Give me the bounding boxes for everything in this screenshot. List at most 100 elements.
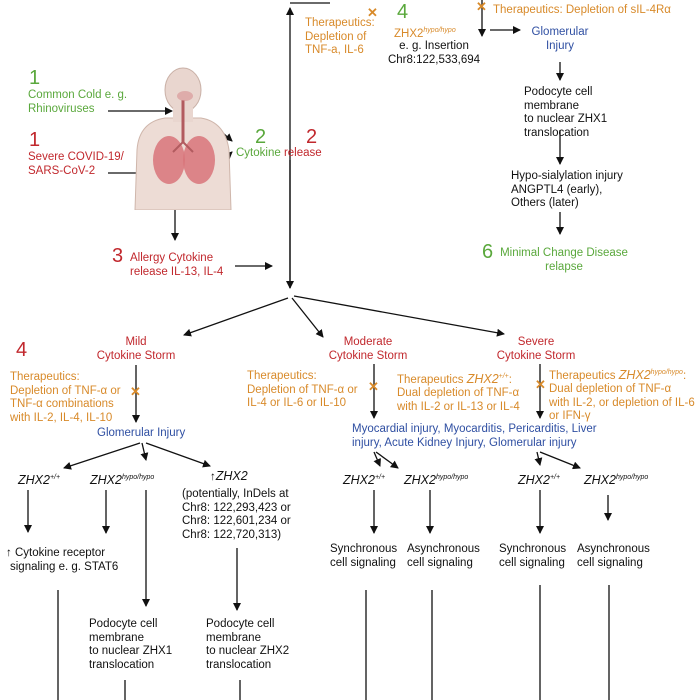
podocyte-line: Podocyte cell: [206, 618, 275, 630]
covid-line: SARS-CoV-2: [28, 164, 96, 177]
title-line: Cytokine Storm: [328, 349, 408, 362]
therapeutics-line: with IL-2, IL-4, IL-10: [10, 411, 113, 424]
therapeutics-line: Depletion of TNF-α or: [10, 384, 121, 397]
podocyte-line: to nuclear ZHX2: [206, 645, 290, 657]
therapeutics-line: Dual depletion of TNF-α: [397, 387, 520, 400]
step-number-1-red: 1: [29, 129, 41, 151]
severe-zhx2-wt: ZHX2+/+: [518, 471, 560, 488]
hyposialylation-line: ANGPTL4 (early),: [511, 183, 603, 196]
gene-name: ZHX2: [343, 473, 375, 488]
x-mark-icon: ✕: [535, 377, 546, 392]
mild-zhx2-up: ↑ZHX2: [210, 469, 248, 485]
moderate-therapeutics-dual: Therapeutics ZHX2+/+: Dual depletion of …: [397, 370, 520, 414]
receptor-line: Cytokine receptor: [14, 547, 106, 559]
indels-line: Chr8: 122,720,313): [182, 528, 282, 541]
step-number-6: 6: [482, 241, 494, 263]
step-number-2-red: 2: [306, 126, 318, 148]
moderate-async: Asynchronous cell signaling: [407, 543, 480, 570]
x-mark-icon: ✕: [476, 0, 487, 14]
common-cold-text: Common Cold e. g. Rhinoviruses: [28, 89, 127, 116]
step-number-1-green: 1: [29, 67, 41, 89]
mild-storm-title: Mild Cytokine Storm: [86, 336, 186, 363]
podocyte-line: membrane: [89, 631, 144, 644]
x-mark-icon: ✕: [368, 379, 379, 394]
genotype: hypo/hypo: [650, 369, 683, 376]
mild-podocyte-zhx1: Podocyte cell membrane to nuclear ZHX1 t…: [89, 618, 172, 672]
therapeutics-line: Depletion of: [305, 30, 367, 43]
async-line: Asynchronous: [577, 543, 650, 555]
genotype: +/+: [374, 474, 386, 481]
genotype: hypo/hypo: [423, 27, 456, 34]
common-cold-line: Rhinoviruses: [28, 102, 95, 115]
moderate-zhx2-wt: ZHX2+/+: [343, 471, 385, 488]
genotype: hypo/hypo: [615, 474, 649, 481]
gene-name: ZHX2: [90, 473, 122, 488]
moderate-sync: Synchronous cell signaling: [330, 543, 397, 570]
gene-name: ZHX2: [584, 473, 616, 488]
title-line: Cytokine Storm: [496, 349, 576, 362]
up-arrow-icon: ↑: [6, 547, 12, 559]
insertion-text: e. g. Insertion Chr8:122,533,694: [382, 40, 486, 67]
genotype: +/+: [549, 474, 561, 481]
moderate-storm-title: Moderate Cytokine Storm: [318, 336, 418, 363]
therapeutics-line: Therapeutics:: [10, 371, 80, 383]
title-line: Severe: [517, 336, 555, 348]
therapeutics-line: or IFN-γ: [549, 410, 591, 423]
colon: :: [682, 369, 687, 382]
moderate-therapeutics: Therapeutics: Depletion of TNF-α or IL-4…: [247, 370, 358, 411]
insertion-line: e. g. Insertion: [399, 40, 469, 52]
therapeutics-sil4r: Therapeutics: Depletion of sIL-4Rα: [493, 4, 671, 16]
covid-line: Severe COVID-19/: [28, 151, 124, 163]
organ-injury-text: Myocardial injury, Myocarditis, Pericard…: [352, 423, 597, 450]
zhx2-hypo-label: ZHX2hypo/hypo: [394, 24, 456, 41]
hyposialylation-line: Others (later): [511, 197, 579, 209]
async-line: cell signaling: [577, 556, 643, 569]
sync-line: Synchronous: [499, 543, 567, 555]
indels-line: Chr8: 122,601,234 or: [182, 515, 291, 527]
podocyte-line: to nuclear ZHX1: [524, 113, 608, 125]
cytokine-release: Cytokine release: [236, 147, 322, 161]
severe-sync: Synchronous cell signaling: [499, 543, 566, 570]
genotype: +/+: [498, 373, 509, 380]
gene-name: ZHX2: [404, 473, 436, 488]
therapeutics-line: TNF-a, IL-6: [305, 44, 364, 56]
x-mark-icon: ✕: [130, 384, 141, 399]
therapeutics-line: with IL-2, or depletion of IL-6: [549, 396, 695, 409]
mcd-line: Minimal Change Disease: [500, 247, 628, 259]
mild-zhx2-wt: ZHX2+/+: [18, 471, 60, 488]
up-arrow-icon: ↑: [210, 471, 216, 483]
therapeutics-line: Therapeutics:: [247, 370, 317, 382]
podocyte-line: translocation: [206, 658, 272, 671]
podocyte-line: to nuclear ZHX1: [89, 645, 173, 657]
hyposialylation-text: Hypo-sialylation injury ANGPTL4 (early),…: [511, 170, 623, 211]
glomerular-line: Glomerular: [531, 26, 589, 38]
cytokine-word: Cytokine: [236, 147, 281, 159]
severe-async: Asynchronous cell signaling: [577, 543, 650, 570]
therapeutics-line: TNF-α combinations: [10, 398, 114, 410]
indels-line: (potentially, InDels at: [182, 488, 289, 500]
podocyte-line: translocation: [524, 126, 590, 139]
async-line: cell signaling: [407, 556, 473, 569]
indels-text: (potentially, InDels at Chr8: 122,293,42…: [182, 488, 291, 542]
title-line: Moderate: [343, 336, 393, 348]
title-line: Mild: [125, 336, 147, 348]
common-cold-line: Common Cold e. g.: [28, 89, 128, 101]
mild-podocyte-zhx2: Podocyte cell membrane to nuclear ZHX2 t…: [206, 618, 289, 672]
gene-name: ZHX2: [466, 371, 499, 386]
step-number-4: 4: [397, 1, 409, 23]
mild-therapeutics: Therapeutics: Depletion of TNF-α or TNF-…: [10, 371, 121, 425]
injury-line: Myocardial injury, Myocarditis, Pericard…: [352, 423, 597, 435]
x-mark-icon: ✕: [367, 5, 378, 20]
sync-line: cell signaling: [499, 556, 565, 569]
step-number-2-green: 2: [255, 126, 267, 148]
step-number-4-red: 4: [16, 339, 28, 361]
human-torso-illustration: [134, 67, 232, 210]
podocyte-line: membrane: [524, 99, 579, 112]
mild-zhx2-hypo: ZHX2hypo/hypo: [90, 471, 154, 488]
mild-glomerular-injury: Glomerular Injury: [97, 427, 186, 439]
mcd-relapse: Minimal Change Disease relapse: [494, 247, 634, 274]
cytokine-receptor-text: ↑ Cytokine receptor signaling e. g. STAT…: [6, 547, 118, 574]
podocyte-line: Podocyte cell: [89, 618, 158, 630]
therapeutics-line: Therapeutics:: [305, 17, 375, 29]
